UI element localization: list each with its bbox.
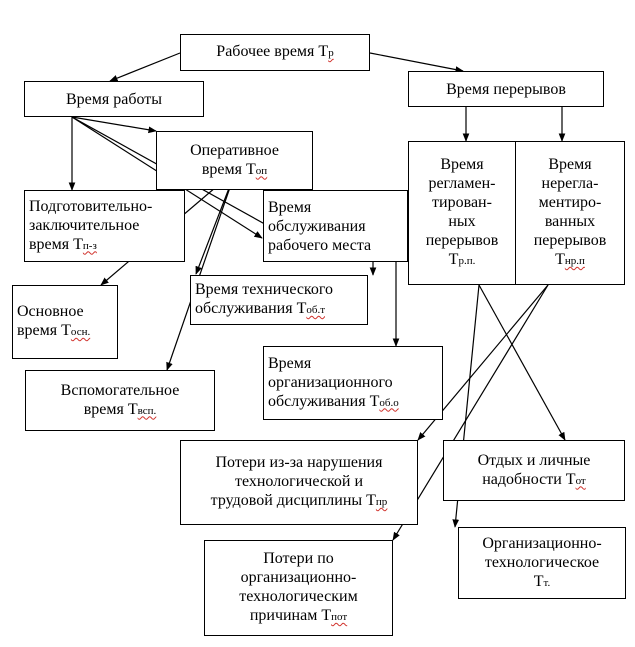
node-technical-label: Время технического обслуживания Т [195,281,334,317]
node-service: Время обслуживания рабочего места [263,190,408,262]
node-preparatory-label: Подготовительно- заключительное время Т [29,197,153,253]
node-preparatory-subscript: п-з [82,239,97,252]
node-root-subscript: р [328,47,334,59]
node-main-subscript: осн. [70,326,91,338]
node-unregulated-label: Время нерегла- ментиро- ванных перерывов… [533,156,607,268]
node-main-label: Основное время Т [17,303,84,339]
node-regulated: Время регламен- тирован- ных перерывов Т… [408,141,516,285]
node-organizational-label: Время организационного обслуживания Т [268,354,393,410]
node-unregulated-subscript: нр.п [564,255,585,267]
edge-unregulated-losses-org [392,284,549,541]
edge-root-breaks [369,52,464,73]
node-operative: Оперативное время Топ [156,131,313,190]
node-org-tech-label: Организационно- технологическое Т [482,534,602,590]
node-rest-label: Отдых и личные надобности Т [477,451,591,488]
node-auxiliary-label: Вспомогательное время Т [60,381,180,418]
node-root-label: Рабочее время Т [216,43,329,60]
node-operative-label: Оперативное время Т [190,141,279,178]
node-operative-subscript: оп [255,164,268,177]
node-auxiliary-subscript: всп. [137,404,157,417]
node-org-tech-subscript: т. [543,576,551,589]
edge-work-operative [71,116,157,134]
edge-root-work [109,52,181,82]
node-main: Основное время Тосн. [12,285,118,359]
node-losses-discipline: Потери из-за нарушения технологической и… [180,440,418,525]
node-losses-discipline-subscript: пр [375,496,388,508]
node-org-tech: Организационно- технологическое Тт. [458,527,626,599]
node-auxiliary: Вспомогательное время Твсп. [25,370,215,431]
node-work-label: Время работы [65,90,163,108]
node-losses-organizational: Потери по организационно- технологически… [204,540,393,636]
node-losses-discipline-label: Потери из-за нарушения технологической и… [210,454,383,509]
node-unregulated: Время нерегла- ментиро- ванных перерывов… [515,141,625,285]
node-technical-subscript: об.т [306,304,325,316]
node-organizational: Время организационного обслуживания Тоб.… [263,346,443,420]
node-breaks-label: Время перерывов [446,80,566,98]
node-work: Время работы [24,81,204,117]
node-root: Рабочее время Тр [180,34,370,71]
node-organizational-subscript: об.о [379,396,399,409]
node-regulated-label: Время регламен- тирован- ных перерывов Т [425,156,499,268]
node-breaks: Время перерывов [408,71,604,107]
node-regulated-subscript: р.п. [458,255,476,267]
edge-regulated-rest [478,284,566,441]
node-rest: Отдых и личные надобности Тот [443,440,625,501]
node-technical: Время технического обслуживания Тоб.т [190,275,368,325]
node-losses-organizational-subscript: пот [331,611,348,623]
node-preparatory: Подготовительно- заключительное время Тп… [24,190,185,262]
node-service-label: Время обслуживания рабочего места [268,198,372,254]
node-rest-subscript: от [575,474,586,487]
node-losses-organizational-label: Потери по организационно- технологически… [239,550,358,624]
